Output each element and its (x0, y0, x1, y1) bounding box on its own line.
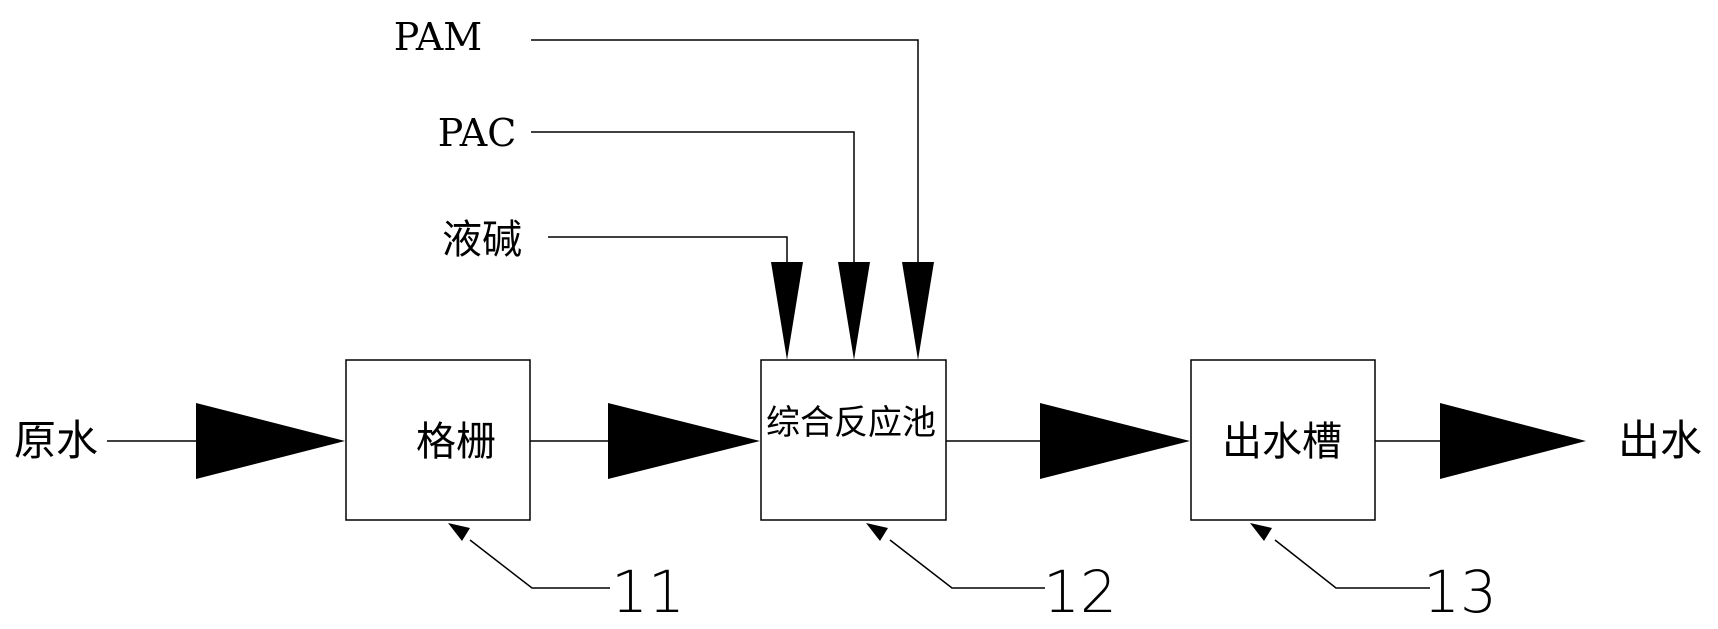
leader-arrowhead-13-icon (1250, 523, 1272, 541)
reactor-box (760, 359, 947, 521)
pac-dosing-line (531, 131, 855, 262)
pam-label: PAM (394, 15, 482, 59)
pac-down-arrow-icon (838, 262, 870, 360)
raw-water-label: 原水 (14, 416, 98, 465)
alkali-dosing-line (548, 236, 788, 262)
ref-number-12: 12 (1043, 558, 1117, 626)
pam-dosing-line (531, 39, 919, 262)
outlet-arrow-icon (1440, 403, 1586, 479)
screen-label: 格栅 (416, 419, 496, 465)
ref-number-11: 11 (611, 558, 685, 626)
pam-down-arrow-icon (902, 262, 934, 360)
leader-arrowhead-11-icon (448, 523, 470, 541)
screen-to-reactor-arrow-icon (608, 403, 760, 479)
leader-arrowhead-12-icon (866, 523, 888, 541)
screen-box (345, 359, 531, 521)
inlet-arrow-icon (196, 403, 345, 479)
pac-label: PAC (438, 111, 517, 155)
reactor-to-tank-arrow-icon (1040, 403, 1190, 479)
reactor-label: 综合反应池 (766, 403, 936, 443)
outlet-tank-box (1190, 359, 1376, 521)
leader-line-13 (1274, 539, 1430, 589)
outlet-water-label: 出水 (1618, 416, 1702, 465)
alkali-down-arrow-icon (771, 262, 803, 360)
leader-line-11 (469, 539, 610, 589)
leader-line-12 (889, 539, 1045, 589)
ref-number-13: 13 (1423, 558, 1497, 626)
alkali-label: 液碱 (442, 217, 522, 263)
outlet-tank-label: 出水槽 (1222, 419, 1342, 465)
